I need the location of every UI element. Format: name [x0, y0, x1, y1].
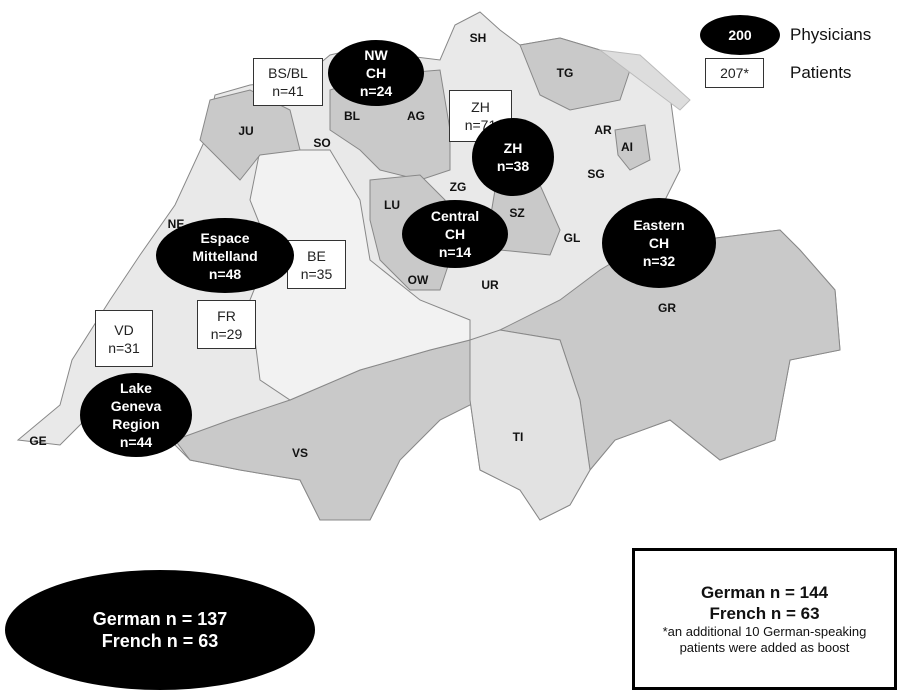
region-name: Central: [430, 208, 480, 224]
canton-label: LU: [384, 198, 400, 212]
canton-label: AR: [594, 123, 612, 137]
french-total: French n = 63: [709, 604, 820, 623]
canton-label: OW: [407, 273, 429, 287]
canton-label: SZ: [509, 206, 525, 220]
region-name: CH: [365, 65, 387, 81]
legend-sample: 200: [728, 27, 752, 43]
region-name: Region: [112, 416, 160, 432]
region-name: Mittelland: [192, 247, 258, 264]
german-total: German n = 144: [700, 583, 829, 602]
region-count: n=24: [359, 83, 393, 99]
canton-label: TG: [556, 66, 574, 80]
region-name: CH: [648, 235, 670, 251]
region-name: Geneva: [110, 398, 162, 414]
region-ai: [614, 124, 651, 171]
region-count: n=35: [300, 265, 333, 282]
legend-patient-box: 207*: [705, 58, 764, 88]
region-tg: [519, 37, 631, 111]
region-count: n=29: [210, 325, 243, 342]
canton-label: UR: [481, 278, 499, 292]
canton-label: TI: [512, 430, 524, 444]
canton-label: AI: [621, 140, 633, 154]
region-count: n=31: [108, 339, 140, 356]
region-name: Espace: [200, 229, 250, 246]
region-count: n=38: [496, 158, 530, 174]
german-total: German n = 137: [92, 609, 228, 629]
french-total: French n = 63: [101, 631, 219, 651]
region-name: ZH: [503, 140, 523, 156]
region-name: Lake: [120, 380, 152, 396]
canton-label: ZG: [449, 180, 467, 194]
legend-patients-label: Patients: [790, 63, 852, 82]
region-name: ZH: [471, 99, 490, 115]
region-name: BE: [307, 247, 326, 264]
region-count: n=48: [208, 265, 242, 282]
canton-label: GR: [658, 301, 676, 315]
canton-label: JU: [238, 124, 254, 138]
region-name: NW: [364, 47, 388, 63]
canton-label: AG: [407, 109, 425, 123]
region-name: Eastern: [633, 217, 685, 233]
physician-marker-zh: ZH n=38: [472, 118, 554, 196]
canton-label: SG: [587, 167, 605, 181]
patient-box-bsbl: BS/BL n=41: [253, 58, 323, 106]
region-count: n=14: [438, 244, 472, 260]
legend-physicians-label: Physicians: [790, 25, 872, 44]
region-name: BS/BL: [268, 65, 308, 81]
region-name: CH: [444, 226, 466, 242]
lake-constance: [598, 49, 691, 111]
region-name: FR: [217, 307, 236, 324]
region-name: VD: [114, 321, 134, 338]
region-count: n=44: [119, 434, 153, 450]
canton-label: VS: [291, 446, 309, 460]
legend-physician-marker: 200: [700, 15, 780, 55]
physician-marker-nw-ch: NW CH n=24: [328, 40, 424, 106]
canton-label: SO: [313, 136, 331, 150]
legend-sample: 207*: [720, 65, 749, 81]
canton-label: BL: [344, 109, 360, 123]
canton-label: SH: [469, 31, 487, 45]
boost-note: *an additional 10 German-speaking patien…: [662, 624, 867, 655]
canton-label: GL: [563, 231, 581, 245]
region-count: n=41: [272, 83, 304, 99]
canton-label: GE: [29, 434, 47, 448]
patient-totals-box: German n = 144 French n = 63 *an additio…: [632, 548, 897, 690]
region-ti: [469, 329, 591, 521]
region-count: n=32: [642, 253, 676, 269]
